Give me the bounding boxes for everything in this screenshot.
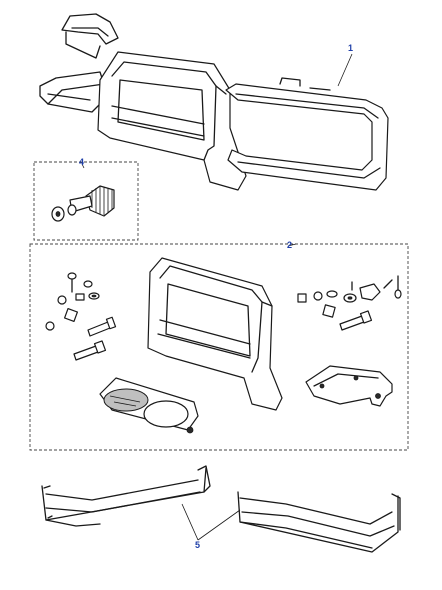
leader-5a (181, 503, 199, 541)
leader-4 (81, 163, 85, 169)
bull-bar-assembly (39, 13, 389, 191)
mounting-bracket (305, 365, 393, 407)
centre-frame (147, 257, 283, 411)
callout-5: 5 (195, 540, 201, 550)
left-side-tube (41, 465, 211, 527)
right-side-tube (237, 491, 401, 553)
badge-housing (99, 377, 199, 434)
part-4-box (33, 161, 139, 241)
leader-5b (197, 509, 241, 541)
callout-2: 2 (287, 240, 293, 250)
adjuster-knob (51, 185, 115, 222)
leader-2 (287, 243, 297, 247)
left-fixings (45, 272, 117, 361)
callout-1: 1 (348, 43, 354, 53)
part-2-box (29, 243, 409, 451)
leader-1 (337, 53, 353, 87)
callout-4: 4 (79, 157, 85, 167)
right-fixings (297, 275, 402, 331)
